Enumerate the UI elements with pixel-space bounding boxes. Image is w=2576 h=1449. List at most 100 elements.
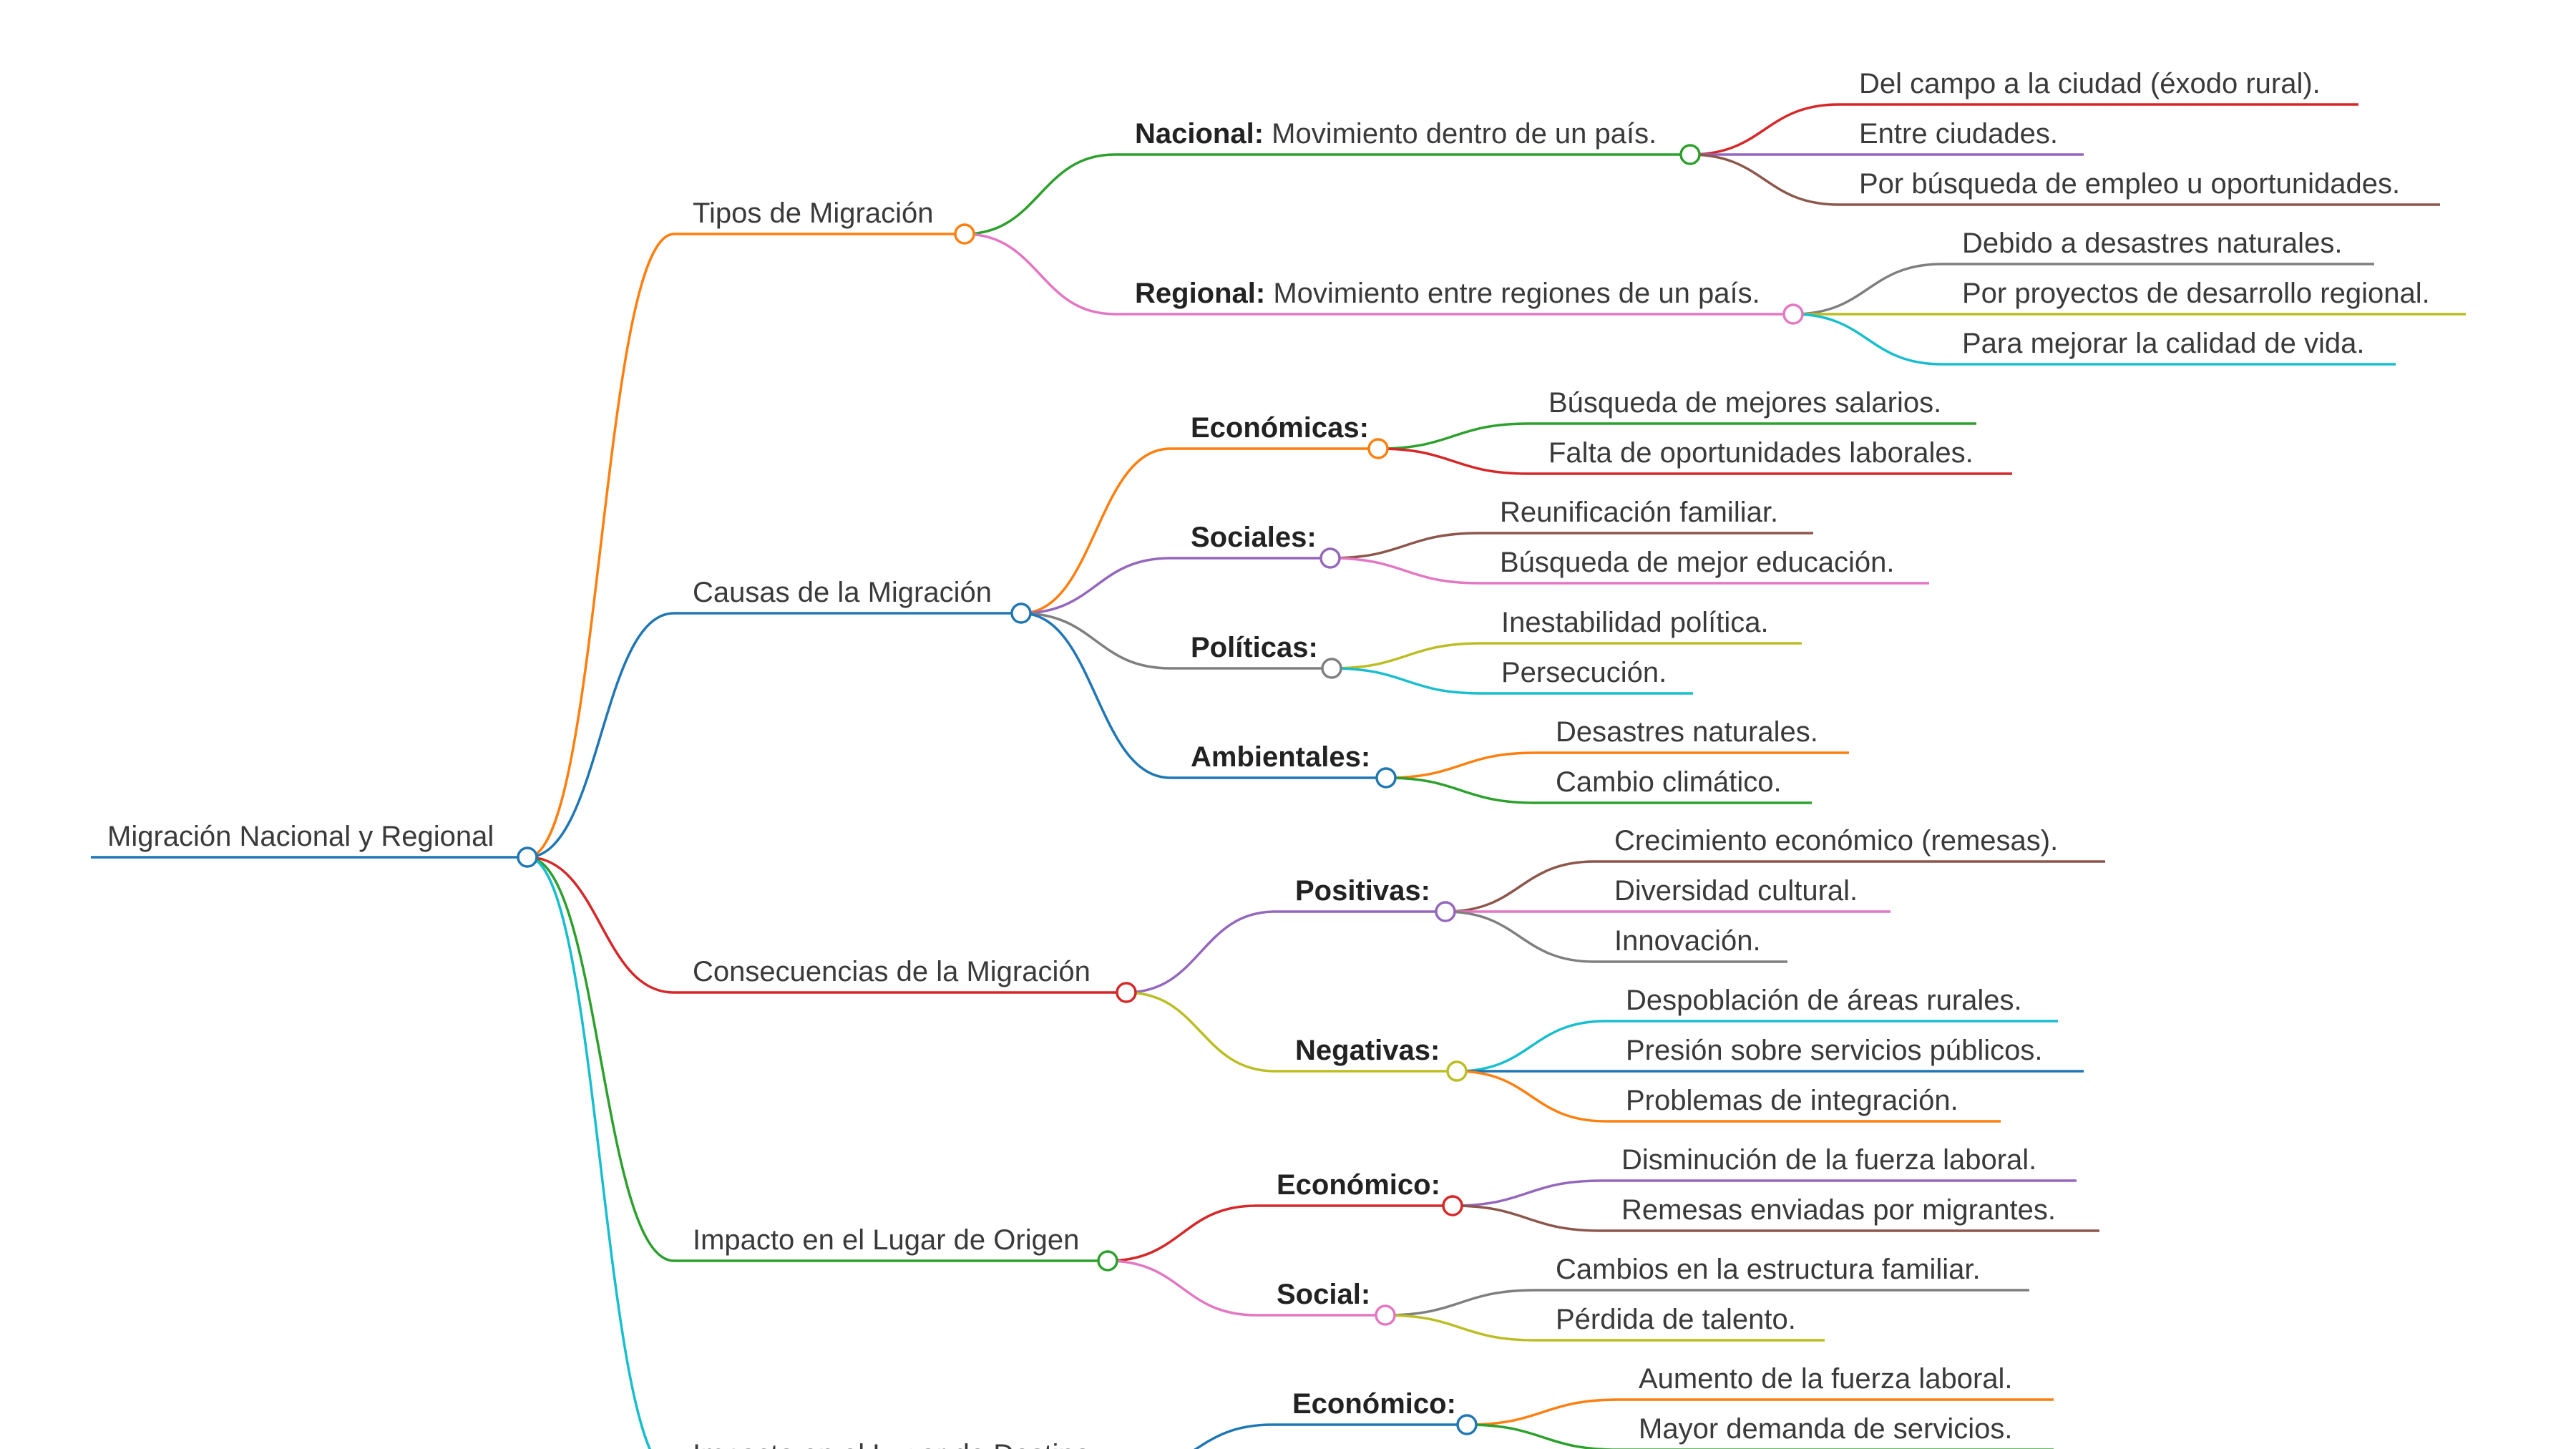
connector-child-leaf-3-0-1 [1452,1204,1602,1232]
node-label-bold: Políticas: [1191,632,1318,663]
branch-label-1: Causas de la Migración [693,577,992,608]
connector-child-leaf-2-1-0 [1456,1020,1606,1073]
node-label-bold: Nacional: [1135,118,1264,150]
leaf-label-1-1-0: Reunificación familiar. [1500,497,1778,528]
connector-child-leaf-1-0-0 [1377,422,1529,450]
leaf-label-1-2-1: Persecución. [1501,657,1667,688]
leaf-label-0-1-0: Debido a desastres naturales. [1962,228,2342,259]
connector-branch-child-4-0 [1194,1423,1273,1449]
child-label-2-0: Positivas: [1295,875,1430,907]
connector-child-leaf-0-1-2 [1792,313,1943,366]
collapse-toggle-branch-3[interactable] [1097,1250,1118,1272]
connector-branch-child-2-0 [1126,910,1276,994]
leaf-label-2-1-1: Presión sobre servicios públicos. [1626,1035,2042,1066]
connector-child-leaf-1-3-1 [1385,776,1536,804]
connector-root-branch-3 [527,856,675,1262]
leaf-label-2-0-0: Crecimiento económico (remesas). [1614,825,2058,857]
connector-child-leaf-0-1-0 [1792,263,1943,316]
collapse-toggle-child-1-2[interactable] [1321,658,1342,679]
node-label-text: Movimiento entre regiones de un país. [1265,278,1760,309]
leaf-label-4-0-1: Mayor demanda de servicios. [1639,1413,2012,1445]
leaf-label-0-0-1: Entre ciudades. [1859,118,2058,150]
child-label-0-1: Regional: Movimiento entre regiones de u… [1135,278,1760,309]
connector-child-leaf-2-1-2 [1456,1070,1606,1123]
leaf-label-2-0-2: Innovación. [1614,925,1761,957]
connector-root-branch-4 [527,856,651,1449]
leaf-label-1-0-1: Falta de oportunidades laborales. [1548,437,1974,469]
child-label-1-3: Ambientales: [1191,741,1370,773]
leaf-label-1-1-1: Búsqueda de mejor educación. [1500,547,1894,578]
connector-child-leaf-2-0-2 [1445,910,1595,963]
collapse-toggle-child-1-3[interactable] [1375,767,1397,789]
collapse-toggle-child-1-1[interactable] [1319,547,1341,569]
node-label-text: Movimiento dentro de un país. [1264,118,1657,150]
leaf-label-3-1-1: Pérdida de talento. [1556,1304,1796,1335]
connector-child-leaf-3-1-0 [1385,1289,1536,1317]
child-label-3-1: Social: [1277,1279,1370,1310]
connector-branch-child-0-0 [964,153,1116,235]
leaf-label-3-0-0: Disminución de la fuerza laboral. [1621,1144,2036,1176]
node-label-bold: Económico: [1277,1169,1440,1201]
child-label-1-1: Sociales: [1191,522,1317,553]
leaf-label-1-3-0: Desastres naturales. [1556,716,1818,748]
connector-child-leaf-3-1-1 [1385,1314,1536,1342]
leaf-label-2-1-2: Problemas de integración. [1626,1085,1958,1116]
collapse-toggle-child-0-1[interactable] [1782,303,1804,325]
collapse-toggle-child-2-0[interactable] [1435,901,1456,922]
branch-label-0: Tipos de Migración [693,197,933,229]
collapse-toggle-child-1-0[interactable] [1367,438,1389,459]
connector-root-branch-1 [527,612,675,859]
connector-branch-child-1-0 [1020,447,1171,615]
leaf-label-0-1-2: Para mejorar la calidad de vida. [1962,328,2365,359]
collapse-toggle-child-3-0[interactable] [1442,1195,1463,1216]
leaf-label-2-1-0: Despoblación de áreas rurales. [1626,985,2022,1016]
collapse-toggle-child-2-1[interactable] [1446,1060,1468,1082]
connector-root-branch-2 [527,856,675,994]
leaf-label-3-0-1: Remesas enviadas por migrantes. [1621,1194,2056,1226]
connector-child-leaf-1-1-0 [1330,532,1480,560]
root-label: Migración Nacional y Regional [107,821,494,852]
connector-child-leaf-4-0-1 [1466,1423,1619,1449]
collapse-toggle-branch-2[interactable] [1116,982,1137,1003]
node-label-bold: Negativas: [1295,1035,1440,1066]
leaf-label-1-3-1: Cambio climático. [1556,766,1782,798]
connector-child-leaf-1-1-1 [1330,557,1480,585]
node-label-bold: Social: [1277,1279,1370,1310]
connector-branch-child-1-1 [1020,557,1171,615]
collapse-toggle-child-3-1[interactable] [1375,1304,1396,1326]
branch-label-3: Impacto en el Lugar de Origen [693,1224,1079,1256]
child-label-2-1: Negativas: [1295,1035,1440,1066]
connector-child-leaf-1-2-1 [1331,667,1482,695]
collapse-toggle-root[interactable] [517,847,538,868]
connector-branch-child-1-2 [1020,612,1171,670]
collapse-toggle-child-0-0[interactable] [1679,144,1701,165]
node-label-bold: Económico: [1292,1388,1456,1420]
leaf-label-1-2-0: Inestabilidad política. [1501,607,1769,638]
node-label-bold: Regional: [1135,278,1265,309]
connector-branch-child-3-0 [1107,1204,1257,1262]
connector-layer [91,103,2466,1449]
connector-branch-child-2-1 [1126,991,1276,1073]
node-layer: Migración Nacional y Regional Tipos de Mi… [107,68,2430,1449]
node-label-bold: Sociales: [1191,522,1317,553]
connector-child-leaf-4-0-0 [1466,1398,1619,1426]
branch-label-4: Impacto en el Lugar de Destino [693,1439,1091,1449]
collapse-toggle-branch-1[interactable] [1010,602,1032,624]
leaf-label-3-1-0: Cambios en la estructura familiar. [1556,1254,1981,1285]
node-label-bold: Ambientales: [1191,741,1370,773]
collapse-toggle-child-4-0[interactable] [1456,1414,1478,1435]
child-label-1-0: Económicas: [1191,412,1369,444]
child-label-0-0: Nacional: Movimiento dentro de un país. [1135,118,1657,150]
connector-root-branch-0 [527,233,675,859]
connector-branch-child-0-1 [964,233,1116,316]
node-label-bold: Positivas: [1295,875,1430,907]
child-label-4-0: Económico: [1292,1388,1456,1420]
leaf-label-0-0-2: Por búsqueda de empleo u oportunidades. [1859,168,2400,200]
collapse-toggle-branch-0[interactable] [954,223,975,245]
child-label-1-2: Políticas: [1191,632,1318,663]
connector-child-leaf-1-0-1 [1377,447,1529,475]
connector-child-leaf-1-2-0 [1331,642,1482,670]
leaf-label-4-0-0: Aumento de la fuerza laboral. [1639,1363,2013,1395]
connector-child-leaf-3-0-0 [1452,1179,1602,1207]
